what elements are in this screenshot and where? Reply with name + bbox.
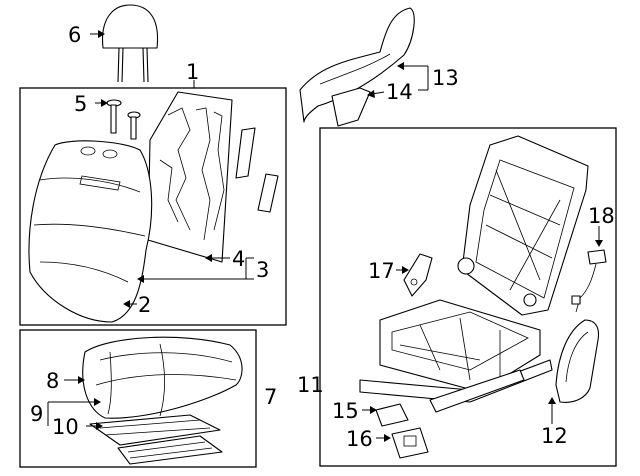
seat-back-cover (28, 140, 153, 323)
switch-15 (375, 403, 409, 427)
callout-4: 4 (232, 247, 245, 271)
seat-back-group-box (19, 87, 287, 326)
callout-7: 7 (264, 385, 277, 409)
bolts (106, 99, 141, 140)
callout-10: 10 (52, 415, 79, 439)
leader-lines (47, 30, 603, 442)
cushion-heater-pad (89, 414, 223, 465)
callout-15: 15 (332, 399, 359, 423)
seat-frame-group-box (319, 127, 617, 467)
callout-6: 6 (68, 23, 81, 47)
callout-13: 13 (432, 66, 459, 90)
recliner-latch (403, 253, 433, 297)
callout-8: 8 (46, 369, 59, 393)
callout-17: 17 (368, 259, 395, 283)
callout-11: 11 (297, 373, 324, 397)
callout-12: 12 (541, 424, 568, 448)
callout-9: 9 (30, 402, 43, 426)
seat-back-pad (147, 91, 279, 263)
callout-3: 3 (256, 258, 269, 282)
seat-frame (359, 135, 589, 413)
callout-2: 2 (138, 293, 151, 317)
callout-5: 5 (74, 92, 87, 116)
side-trim (299, 7, 415, 127)
callout-1: 1 (186, 60, 199, 84)
callout-16: 16 (346, 427, 373, 451)
callout-14: 14 (386, 80, 413, 104)
headrest (101, 4, 159, 83)
seat-cushion-group-box (19, 329, 257, 468)
switch-16 (391, 427, 429, 459)
seat-cushion (82, 336, 243, 419)
wire-harness (571, 249, 607, 313)
side-cover (555, 319, 600, 403)
callout-18: 18 (588, 204, 615, 228)
